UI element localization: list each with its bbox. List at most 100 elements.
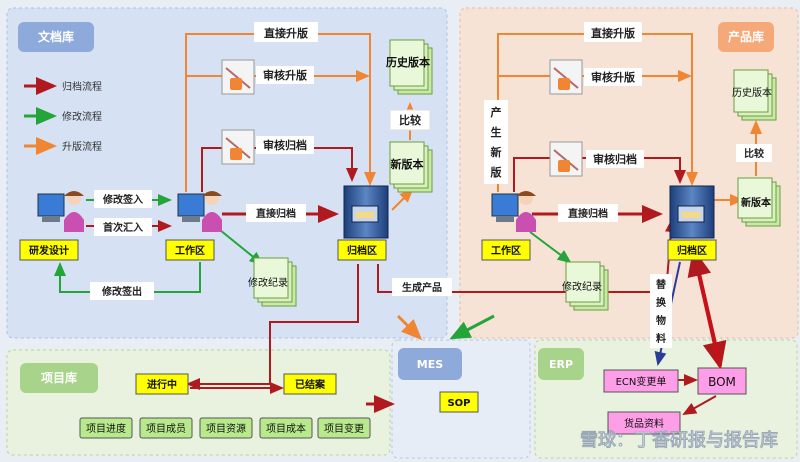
prod-compare-label: 比较 (744, 147, 764, 160)
prod-workspace-box (481, 239, 531, 261)
prod-history-stack (733, 69, 777, 121)
doc-review-archive-box (256, 136, 314, 154)
doc-direct-archive-box (246, 204, 306, 222)
prod-to-mes-arrow (449, 314, 495, 340)
rd-design-box (19, 239, 79, 261)
prod-review-upgrade-label: 审核升版 (591, 70, 635, 84)
first-import-label: 首次汇入 (103, 221, 143, 234)
erp-tag (538, 348, 584, 380)
prod-direct-archive-box (558, 204, 618, 222)
replace-char-3: 物 (656, 314, 666, 327)
ecn-label: ECN变更单 (616, 375, 667, 388)
prod-lib-tag (718, 22, 774, 52)
proj-lib-title: 项目库 (41, 370, 77, 385)
generate-product-label: 生成产品 (402, 281, 442, 294)
prod-modify-record-stack (565, 261, 609, 311)
rd-design-label: 研发设计 (29, 244, 69, 257)
prod-produce-new-char-1: 产 (491, 105, 502, 119)
prod-produce-new-char-2: 生 (491, 125, 502, 139)
doc-compare-label: 比较 (399, 113, 421, 127)
prod-workspace-person-icon (491, 191, 536, 232)
doc-direct-upgrade-box (254, 22, 318, 42)
doc-lib-title: 文档库 (38, 29, 74, 44)
first-import-box (94, 218, 152, 236)
doc-review-upgrade-label: 审核升版 (263, 68, 307, 82)
doc-direct-upgrade-label: 直接升版 (264, 26, 308, 40)
ecn-box (603, 369, 679, 393)
erp-title: ERP (549, 358, 573, 371)
prod-new-version-stack (737, 177, 781, 227)
doc-review-upgrade-icon (221, 59, 255, 95)
legend-modify-label: 修改流程 (62, 110, 102, 123)
prod-direct-archive-label: 直接归档 (568, 207, 608, 220)
watermark: 雪球：丁香研报与报告库 (580, 429, 778, 451)
replace-char-4: 料 (656, 332, 666, 345)
doc-workspace-person-icon (177, 191, 222, 232)
doc-new-version-stack (389, 141, 433, 193)
project-item-members: 项目成员 (146, 423, 186, 435)
in-progress-label: 进行中 (147, 378, 177, 391)
prod-history-label: 历史版本 (732, 86, 772, 99)
prod-review-archive-label: 审核归档 (593, 152, 637, 166)
prod-review-upgrade-icon (549, 59, 583, 95)
doc-archive-to-new-arrow (391, 188, 414, 211)
doc-review-upgrade-box (256, 66, 314, 84)
project-item-change: 项目变更 (324, 422, 364, 435)
prod-produce-new-box (484, 100, 508, 184)
proj-lib-tag (20, 363, 98, 393)
project-item-box (79, 417, 133, 439)
modify-checkin-label: 修改签入 (102, 193, 143, 206)
item-data-box (607, 411, 681, 435)
bom-box (697, 367, 747, 395)
project-item-cost: 项目成本 (266, 422, 306, 435)
doc-to-project-arrow (186, 264, 359, 390)
prod-direct-upgrade-label: 直接升版 (591, 26, 635, 40)
generate-product-box (392, 278, 452, 296)
prod-produce-new-char-3: 新 (491, 145, 502, 159)
doc-direct-archive-label: 直接归档 (256, 207, 296, 220)
doc-archive-box (337, 239, 387, 261)
replace-material-box (650, 274, 672, 348)
doc-workspace-box (165, 239, 215, 261)
project-item-progress: 项目进度 (86, 422, 126, 435)
sop-label: SOP (447, 398, 470, 409)
prod-review-archive-icon (549, 141, 583, 177)
doc-workspace-label: 工作区 (175, 244, 205, 257)
prod-workspace-label: 工作区 (491, 244, 521, 257)
prod-to-record-arrow (529, 231, 572, 264)
project-item-box (199, 417, 253, 439)
project-item-resources: 项目资源 (206, 422, 246, 435)
doc-modify-record-label: 修改纪录 (248, 276, 288, 289)
doc-archive-label: 归档区 (347, 244, 377, 257)
prod-review-archive-box (586, 150, 644, 168)
generate-product-arrow (377, 218, 677, 293)
bom-to-item-arrow (682, 395, 717, 415)
doc-history-stack (389, 39, 433, 95)
prod-modify-record-label: 修改纪录 (562, 280, 602, 293)
bom-to-archive-arrow (687, 248, 722, 367)
doc-review-archive-icon (221, 129, 255, 165)
project-item-box (139, 417, 193, 439)
prod-review-upgrade-box (584, 68, 642, 86)
legend-upgrade-label: 升版流程 (62, 140, 102, 153)
doc-lib-zone (6, 7, 448, 339)
modify-checkin-box (94, 190, 152, 208)
prod-lib-zone (459, 7, 799, 339)
project-item-box (317, 417, 371, 439)
prod-compare-box (736, 144, 772, 162)
project-item-box (259, 417, 313, 439)
doc-new-version-label: 新版本 (391, 157, 424, 171)
mes-tag (398, 348, 462, 380)
prod-new-version-label: 新版本 (741, 196, 772, 209)
doc-to-mes-arrow (396, 314, 423, 341)
sop-box (439, 391, 479, 413)
item-data-label: 货品资料 (624, 417, 664, 430)
in-progress-box (135, 373, 189, 395)
mes-title: MES (417, 358, 443, 371)
project-items: 项目进度 项目成员 项目资源 项目成本 项目变更 (79, 417, 371, 439)
modify-checkout-label: 修改签出 (101, 285, 142, 298)
doc-lib-tag (18, 22, 94, 52)
prod-produce-new-char-4: 版 (491, 165, 502, 179)
